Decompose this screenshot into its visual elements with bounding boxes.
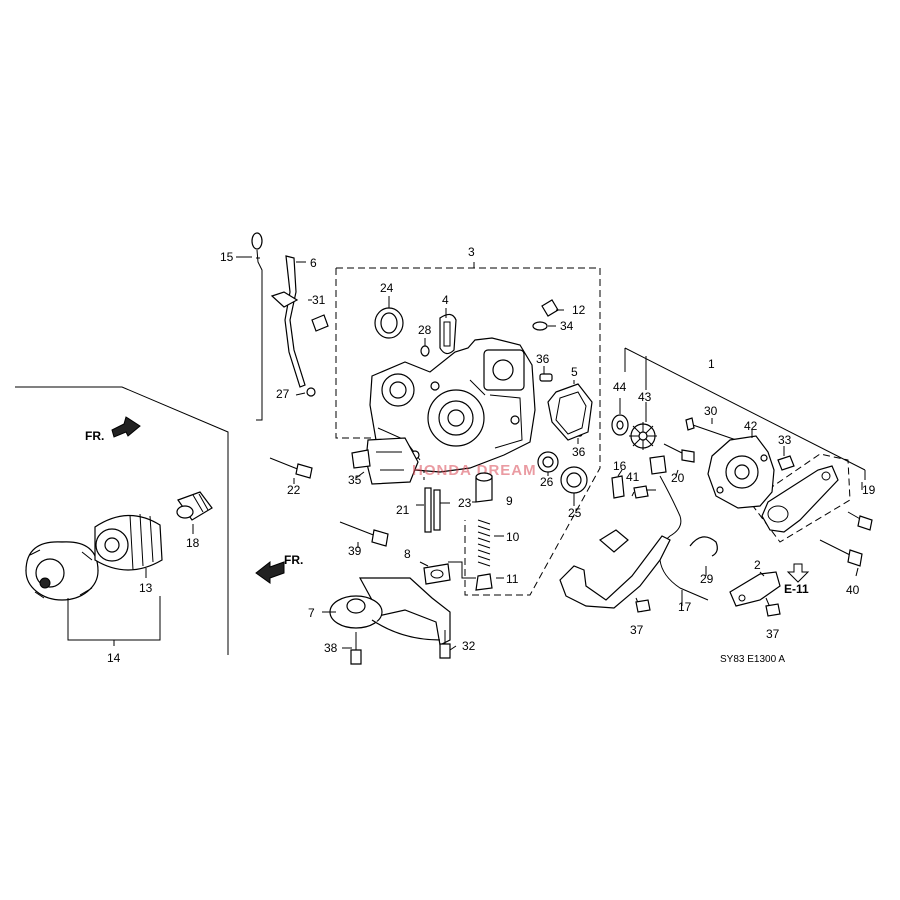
balancer-housing-42 bbox=[707, 435, 775, 509]
callout-7: 7 bbox=[308, 606, 315, 620]
callout-labels: 1 2 3 4 5 6 7 8 9 10 11 12 13 14 15 16 1… bbox=[107, 245, 876, 665]
callout-24: 24 bbox=[380, 281, 394, 295]
bolt-40 bbox=[819, 539, 863, 567]
callout-20: 20 bbox=[671, 471, 685, 485]
callout-19: 19 bbox=[862, 483, 876, 497]
strainer-bolts bbox=[350, 630, 451, 665]
oil-pressure-relief-housing bbox=[351, 437, 419, 485]
drive-gear-43 bbox=[629, 422, 657, 450]
callout-44: 44 bbox=[613, 380, 627, 394]
callout-30: 30 bbox=[704, 404, 718, 418]
oil-seal-25 bbox=[560, 466, 588, 494]
front-direction-marker-upper: FR. bbox=[85, 416, 141, 443]
watermark-text: HONDA DREAM bbox=[412, 462, 537, 479]
callout-17: 17 bbox=[678, 600, 692, 614]
callout-10: 10 bbox=[506, 530, 520, 544]
callout-27: 27 bbox=[276, 387, 290, 401]
callout-8: 8 bbox=[404, 547, 411, 561]
relief-valve-parts bbox=[424, 472, 493, 591]
callout-43: 43 bbox=[638, 390, 652, 404]
callout-22: 22 bbox=[287, 483, 301, 497]
callout-3: 3 bbox=[468, 245, 475, 259]
callout-2: 2 bbox=[754, 558, 761, 572]
callout-26: 26 bbox=[540, 475, 554, 489]
callout-37-right: 37 bbox=[766, 627, 780, 641]
filter-group-frame bbox=[15, 386, 229, 655]
sensor-41 bbox=[633, 485, 656, 499]
callout-9: 9 bbox=[506, 494, 513, 508]
clamp-29 bbox=[689, 536, 718, 557]
shaft-30 bbox=[685, 417, 743, 443]
callout-29: 29 bbox=[700, 572, 714, 586]
callout-34: 34 bbox=[560, 319, 574, 333]
callout-38: 38 bbox=[324, 641, 338, 655]
bracket-17 bbox=[559, 529, 671, 609]
pump-gasket-5 bbox=[547, 383, 593, 441]
callout-33: 33 bbox=[778, 433, 792, 447]
sensor-16 bbox=[611, 475, 625, 499]
bolts-37 bbox=[635, 597, 781, 617]
balancer-group-frame bbox=[624, 347, 866, 543]
dipstick bbox=[251, 232, 263, 421]
harness-connector-17 bbox=[649, 455, 709, 601]
callout-4: 4 bbox=[442, 293, 449, 307]
callout-42: 42 bbox=[744, 419, 758, 433]
callout-23: 23 bbox=[458, 496, 472, 510]
callout-13: 13 bbox=[139, 581, 153, 595]
svg-text:FR.: FR. bbox=[85, 429, 104, 443]
callout-28: 28 bbox=[418, 323, 432, 337]
svg-text:FR.: FR. bbox=[284, 553, 303, 567]
callout-37-left: 37 bbox=[630, 623, 644, 637]
callout-39: 39 bbox=[348, 544, 362, 558]
callout-35: 35 bbox=[348, 473, 362, 487]
washer-44 bbox=[611, 414, 629, 436]
oil-filter-assembly bbox=[25, 541, 99, 601]
bolt-19 bbox=[847, 511, 873, 531]
callout-12: 12 bbox=[572, 303, 586, 317]
oil-strainer bbox=[329, 577, 451, 646]
callout-36-lower: 36 bbox=[572, 445, 586, 459]
leader-lines bbox=[67, 256, 863, 651]
reference-section-label: E-11 bbox=[784, 582, 809, 596]
callout-31: 31 bbox=[312, 293, 326, 307]
oil-seal-26 bbox=[537, 451, 559, 473]
oil-filter-element bbox=[94, 513, 163, 571]
callout-15: 15 bbox=[220, 250, 234, 264]
callout-5: 5 bbox=[571, 365, 578, 379]
o-ring-4 bbox=[439, 313, 457, 355]
oil-seal bbox=[374, 307, 404, 339]
bracket-2 bbox=[729, 571, 781, 607]
callout-25: 25 bbox=[568, 506, 582, 520]
bolt-20 bbox=[663, 443, 695, 463]
diagram-code: SY83 E1300 A bbox=[720, 654, 785, 665]
dowel-pin-28 bbox=[420, 345, 430, 357]
callout-36-upper: 36 bbox=[536, 352, 550, 366]
callout-18: 18 bbox=[186, 536, 200, 550]
front-direction-marker-lower: FR. bbox=[255, 553, 303, 584]
callout-6: 6 bbox=[310, 256, 317, 270]
reference-arrow bbox=[786, 563, 810, 583]
nut-33 bbox=[777, 455, 795, 471]
balancer-bracket-19 bbox=[761, 465, 839, 533]
callout-11: 11 bbox=[506, 572, 519, 586]
bolt-22 bbox=[269, 457, 313, 479]
callout-1: 1 bbox=[708, 357, 715, 371]
oil-filter-bolt bbox=[176, 491, 213, 521]
dipstick-tube bbox=[270, 255, 329, 397]
callout-14: 14 bbox=[107, 651, 121, 665]
callout-21: 21 bbox=[396, 503, 410, 517]
strainer-gasket-8 bbox=[423, 563, 451, 585]
callout-40: 40 bbox=[846, 583, 860, 597]
callout-16: 16 bbox=[613, 459, 627, 473]
callout-32: 32 bbox=[462, 639, 476, 653]
bolt-39 bbox=[339, 521, 389, 547]
callout-41: 41 bbox=[626, 470, 640, 484]
